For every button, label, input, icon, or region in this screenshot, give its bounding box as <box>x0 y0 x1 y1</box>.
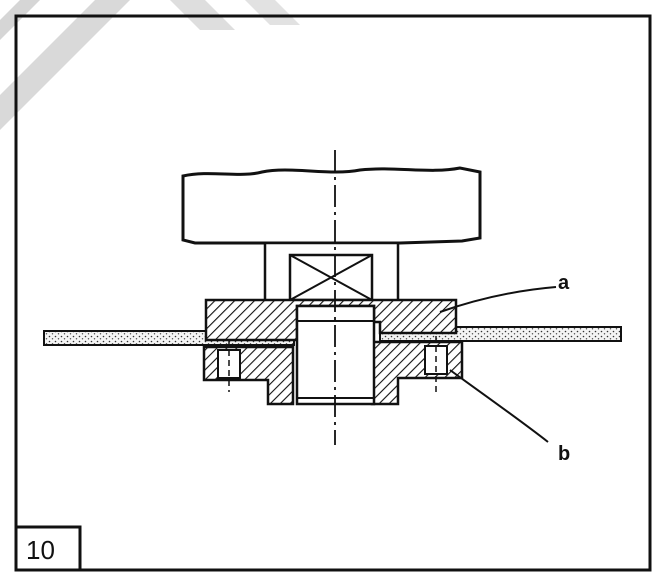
leader-line-b <box>449 369 549 443</box>
lower-flange-right <box>370 340 464 406</box>
screw-hole-left <box>217 340 241 392</box>
diagram-frame <box>14 14 652 572</box>
drive-block <box>288 253 374 302</box>
figure-number-box <box>14 525 82 572</box>
callout-b: b <box>558 443 570 465</box>
leader-line-a <box>439 286 557 313</box>
callout-a: a <box>558 272 570 294</box>
screw-hole-right <box>424 336 448 392</box>
figure-number: 10 <box>26 535 55 565</box>
knob <box>181 166 482 245</box>
corner-stripes <box>0 0 300 130</box>
